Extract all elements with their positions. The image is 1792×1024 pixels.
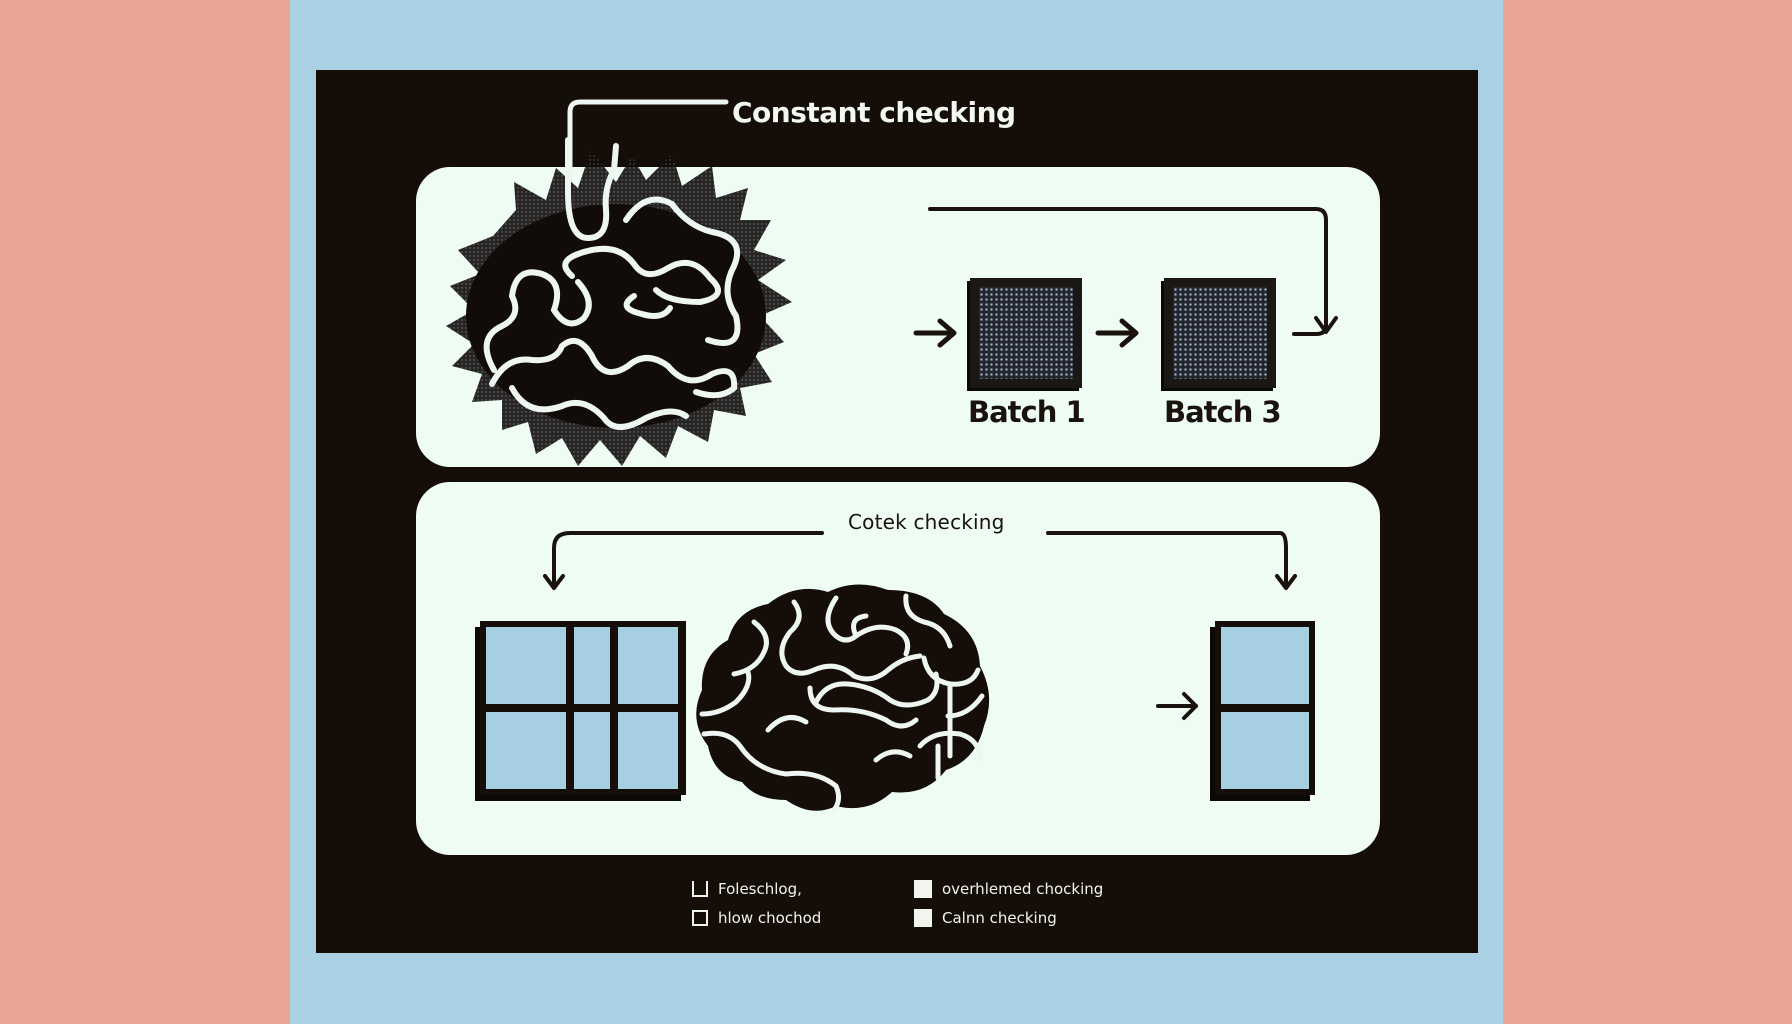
legend-item: Foleschlog, (692, 876, 914, 902)
window-pane (486, 712, 566, 789)
window-pane (486, 627, 566, 704)
constant-checking-title: Constant checking (732, 96, 1016, 129)
legend-label: Foleschlog, (718, 880, 802, 898)
window-grid-icon-left (480, 621, 686, 795)
batch-3-noisy-grid-icon (1164, 278, 1276, 388)
open-square-icon (692, 881, 708, 897)
batch-1-noisy-grid-icon (970, 278, 1082, 388)
batch-1-label: Batch 1 (968, 395, 1086, 429)
legend-item: overhlemed chocking (914, 876, 1132, 902)
cotek-checking-title: Cotek checking (848, 510, 1005, 534)
filled-square-icon (914, 909, 932, 927)
legend-item: Calnn checking (914, 905, 1132, 931)
window-column-icon-right (1215, 621, 1315, 795)
batch-3-label: Batch 3 (1164, 395, 1282, 429)
legend-item: hlow chochod (692, 905, 914, 931)
window-pane (574, 712, 610, 789)
window-pane (618, 712, 678, 789)
window-pane (574, 627, 610, 704)
outline-square-icon (692, 910, 708, 926)
legend-label: overhlemed chocking (942, 880, 1104, 898)
filled-square-icon (914, 880, 932, 898)
legend-label: Calnn checking (942, 909, 1057, 927)
right-side-background (1503, 0, 1792, 1024)
diagram-frame: Constant checking Batch 1 Batch 3 Cotek … (316, 70, 1478, 953)
left-side-background (0, 0, 290, 1024)
window-pane (1221, 712, 1309, 789)
legend: Foleschlog, overhlemed chocking hlow cho… (692, 876, 1132, 932)
window-pane (618, 627, 678, 704)
legend-label: hlow chochod (718, 909, 822, 927)
window-pane (1221, 627, 1309, 704)
